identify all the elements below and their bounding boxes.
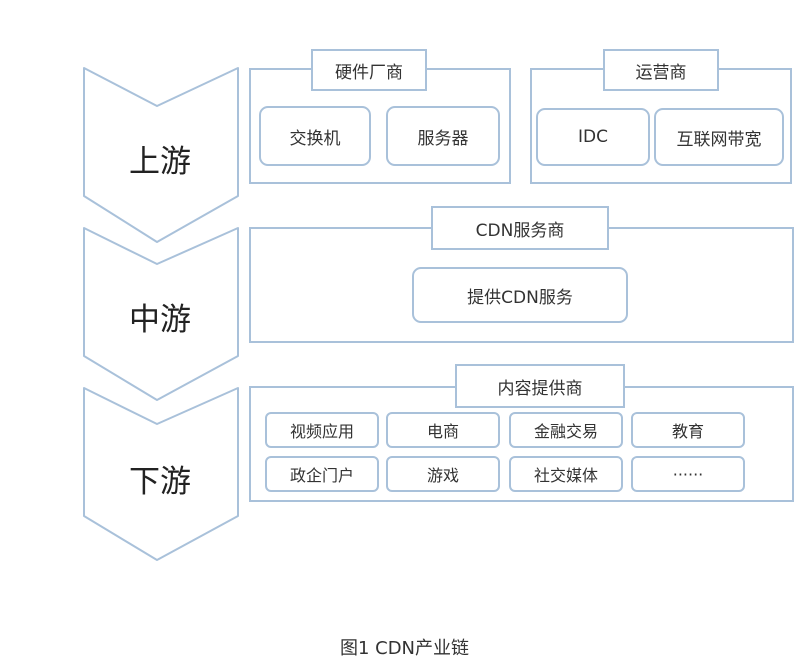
hardware-vendor-label: 硬件厂商 [311, 49, 427, 91]
ecommerce-node: 电商 [386, 412, 500, 448]
operator-label: 运营商 [603, 49, 719, 91]
switch-node: 交换机 [259, 106, 371, 166]
video-app-node: 视频应用 [265, 412, 379, 448]
financial-trading-node: 金融交易 [509, 412, 623, 448]
idc-node: IDC [536, 108, 650, 166]
internet-bandwidth-node: 互联网带宽 [654, 108, 784, 166]
figure-caption: 图1 CDN产业链 [339, 638, 470, 659]
chevron-midstream [83, 227, 239, 401]
more-node: ······ [631, 456, 745, 492]
education-node: 教育 [631, 412, 745, 448]
server-node: 服务器 [386, 106, 500, 166]
social-media-node: 社交媒体 [509, 456, 623, 492]
chevron-downstream [83, 387, 239, 561]
stage-label-downstream: 下游 [129, 464, 191, 500]
cdn-provider-label: CDN服务商 [431, 206, 609, 250]
content-provider-label: 内容提供商 [455, 364, 625, 408]
stage-label-midstream: 中游 [129, 302, 191, 338]
gaming-node: 游戏 [386, 456, 500, 492]
gov-enterprise-portal-node: 政企门户 [265, 456, 379, 492]
cdn-service-node: 提供CDN服务 [412, 267, 628, 323]
chevron-upstream [83, 67, 239, 243]
stage-label-upstream: 上游 [129, 144, 191, 180]
